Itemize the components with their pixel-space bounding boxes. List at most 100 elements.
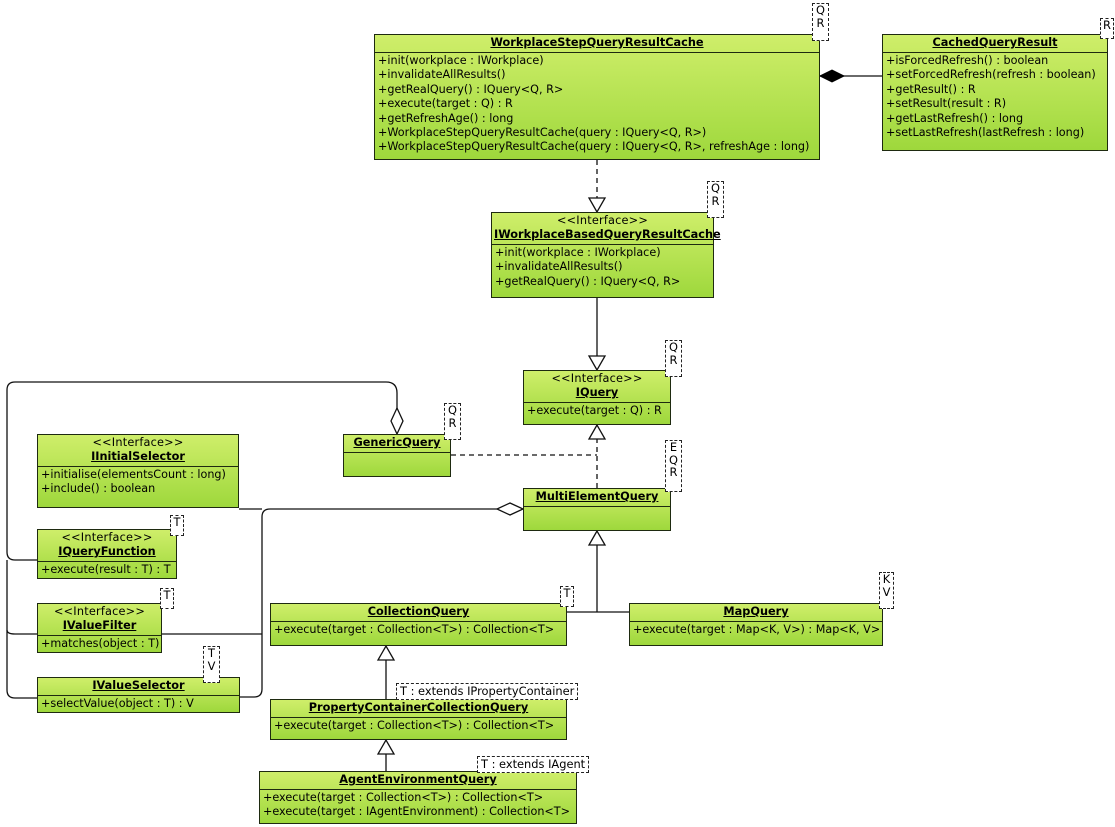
realization-arrowhead-iquery-bottom-icon <box>587 423 607 440</box>
interface-iquery-function[interactable]: <<Interface>> IQueryFunction +execute(re… <box>37 529 177 579</box>
class-name: IInitialSelector <box>91 450 185 463</box>
class-header: <<Interface>> IValueFilter <box>38 604 161 636</box>
method-list: +execute(target : Collection<T>) : Colle… <box>271 622 566 640</box>
type-params-cached: R <box>1100 18 1114 39</box>
method: +include() : boolean <box>41 482 156 496</box>
class-ivalue-selector[interactable]: IValueSelector +selectValue(object : T) … <box>37 677 240 713</box>
class-name: MapQuery <box>723 605 789 618</box>
generalization-coll-map-multi-line <box>567 544 629 613</box>
class-workplace-step-query-result-cache[interactable]: WorkplaceStepQueryResultCache +init(work… <box>374 34 820 160</box>
class-name: GenericQuery <box>353 436 441 449</box>
method: +init(workplace : IWorkplace) <box>378 54 544 67</box>
class-header: CollectionQuery <box>271 604 566 622</box>
interface-ivalue-filter[interactable]: <<Interface>> IValueFilter +matches(obje… <box>37 603 162 653</box>
class-collection-query[interactable]: CollectionQuery +execute(target : Collec… <box>270 603 567 646</box>
method: +getResult() : R <box>886 82 976 96</box>
class-property-container-collection-query[interactable]: PropertyContainerCollectionQuery +execut… <box>270 699 567 740</box>
method: +setLastRefresh(lastRefresh : long) <box>886 126 1085 140</box>
type-params-map: K V <box>879 572 894 609</box>
method: +invalidateAllResults() <box>495 260 623 274</box>
class-name: IValueSelector <box>92 679 185 692</box>
method: +selectValue(object : T) : V <box>41 697 194 710</box>
method-list: +execute(target : Q) : R <box>524 403 670 421</box>
type-params-qfunc: T <box>170 515 184 536</box>
interface-iinitial-selector[interactable]: <<Interface>> IInitialSelector +initiali… <box>37 434 239 508</box>
class-header: <<Interface>> IInitialSelector <box>38 435 238 467</box>
method: +getLastRefresh() : long <box>886 111 1024 125</box>
class-generic-query[interactable]: GenericQuery <box>343 434 451 477</box>
method-list: +initialise(elementsCount : long) +inclu… <box>38 467 238 500</box>
class-header: <<Interface>> IQuery <box>524 371 670 403</box>
class-name: WorkplaceStepQueryResultCache <box>490 36 704 49</box>
type-params-multi: E Q R <box>665 440 682 492</box>
class-header: PropertyContainerCollectionQuery <box>271 700 566 718</box>
class-header: <<Interface>> IQueryFunction <box>38 530 176 562</box>
method: +matches(object : T) <box>41 637 160 650</box>
method-list: +selectValue(object : T) : V <box>38 696 239 714</box>
stereotype-label: <<Interface>> <box>53 605 146 618</box>
stereotype-label: <<Interface>> <box>61 531 153 544</box>
method: +WorkplaceStepQueryResultCache(query : I… <box>378 126 707 140</box>
stereotype-label: <<Interface>> <box>92 436 184 449</box>
class-cached-query-result[interactable]: CachedQueryResult +isForcedRefresh() : b… <box>882 34 1108 151</box>
class-header: GenericQuery <box>344 435 450 453</box>
method: +execute(target : Map<K, V>) : Map<K, V> <box>633 623 881 636</box>
method: +invalidateAllResults() <box>378 68 506 82</box>
method-list: +execute(target : Map<K, V>) : Map<K, V> <box>630 622 882 640</box>
type-params-vfilter: T <box>160 588 174 609</box>
type-params-coll: T <box>560 586 574 607</box>
aggregation-generic-qfunc-line <box>6 381 398 561</box>
method: +execute(target : Collection<T>) : Colle… <box>274 623 555 636</box>
type-params-vsel: T V <box>203 646 220 683</box>
generalization-arrowhead-prop-icon <box>376 738 396 755</box>
method: +getRealQuery() : IQuery<Q, R> <box>495 274 681 288</box>
composition-diamond-icon <box>818 69 846 83</box>
method-list: +execute(target : Collection<T>) : Colle… <box>271 718 566 736</box>
stereotype-label: <<Interface>> <box>556 214 649 227</box>
class-name: IValueFilter <box>62 619 137 632</box>
class-name: MultiElementQuery <box>535 490 659 503</box>
class-header: IValueSelector <box>38 678 239 696</box>
method: +init(workplace : IWorkplace) <box>495 246 661 259</box>
generalization-arrowhead-coll-icon <box>376 644 396 661</box>
method: +execute(target : Collection<T>) : Colle… <box>274 719 555 732</box>
method-list: +matches(object : T) <box>38 636 161 654</box>
type-params-iwork: Q R <box>707 181 724 218</box>
method-list: +execute(target : Collection<T>) : Colle… <box>260 790 576 823</box>
method-list: +init(workplace : IWorkplace) +invalidat… <box>375 53 819 158</box>
method-list: +execute(result : T) : T <box>38 562 176 580</box>
class-multi-element-query[interactable]: MultiElementQuery <box>523 488 671 531</box>
method: +execute(result : T) : T <box>41 563 171 576</box>
aggregation-multi-vsel-line <box>6 560 38 699</box>
method: +getRefreshAge() : long <box>378 111 514 125</box>
class-agent-environment-query[interactable]: AgentEnvironmentQuery +execute(target : … <box>259 771 577 824</box>
type-params-generic: Q R <box>444 403 461 440</box>
aggregation-diamond-multi-icon <box>495 502 525 516</box>
class-header: AgentEnvironmentQuery <box>260 772 576 790</box>
class-header: <<Interface>> IWorkplaceBasedQueryResult… <box>492 213 721 245</box>
method: +execute(target : IAgentEnvironment) : C… <box>263 805 571 819</box>
aggregation-multi-line <box>240 508 497 698</box>
interface-iquery[interactable]: <<Interface>> IQuery +execute(target : Q… <box>523 370 671 425</box>
class-name: IQueryFunction <box>58 545 156 558</box>
stereotype-label: <<Interface>> <box>551 372 643 385</box>
method: +execute(target : Q) : R <box>378 97 513 111</box>
class-header: CachedQueryResult <box>883 35 1107 53</box>
method: +getRealQuery() : IQuery<Q, R> <box>378 82 564 96</box>
method: +execute(target : Collection<T>) : Colle… <box>263 791 544 804</box>
class-name: AgentEnvironmentQuery <box>339 773 497 786</box>
class-header: MultiElementQuery <box>524 489 670 507</box>
method: +execute(target : Q) : R <box>527 404 662 417</box>
method: +setForcedRefresh(refresh : boolean) <box>886 68 1096 82</box>
class-header: MapQuery <box>630 604 882 622</box>
type-params-agent: T : extends IAgent <box>477 756 590 773</box>
type-params-cache: Q R <box>812 3 829 41</box>
class-name: PropertyContainerCollectionQuery <box>308 701 529 714</box>
generalization-arrowhead-multi-icon <box>587 529 607 546</box>
aggregation-diamond-generic-icon <box>390 406 404 436</box>
class-map-query[interactable]: MapQuery +execute(target : Map<K, V>) : … <box>629 603 883 646</box>
class-name: CollectionQuery <box>367 605 470 618</box>
method: +isForcedRefresh() : boolean <box>886 54 1049 67</box>
interface-iworkplace-based-query-result-cache[interactable]: <<Interface>> IWorkplaceBasedQueryResult… <box>491 212 721 298</box>
